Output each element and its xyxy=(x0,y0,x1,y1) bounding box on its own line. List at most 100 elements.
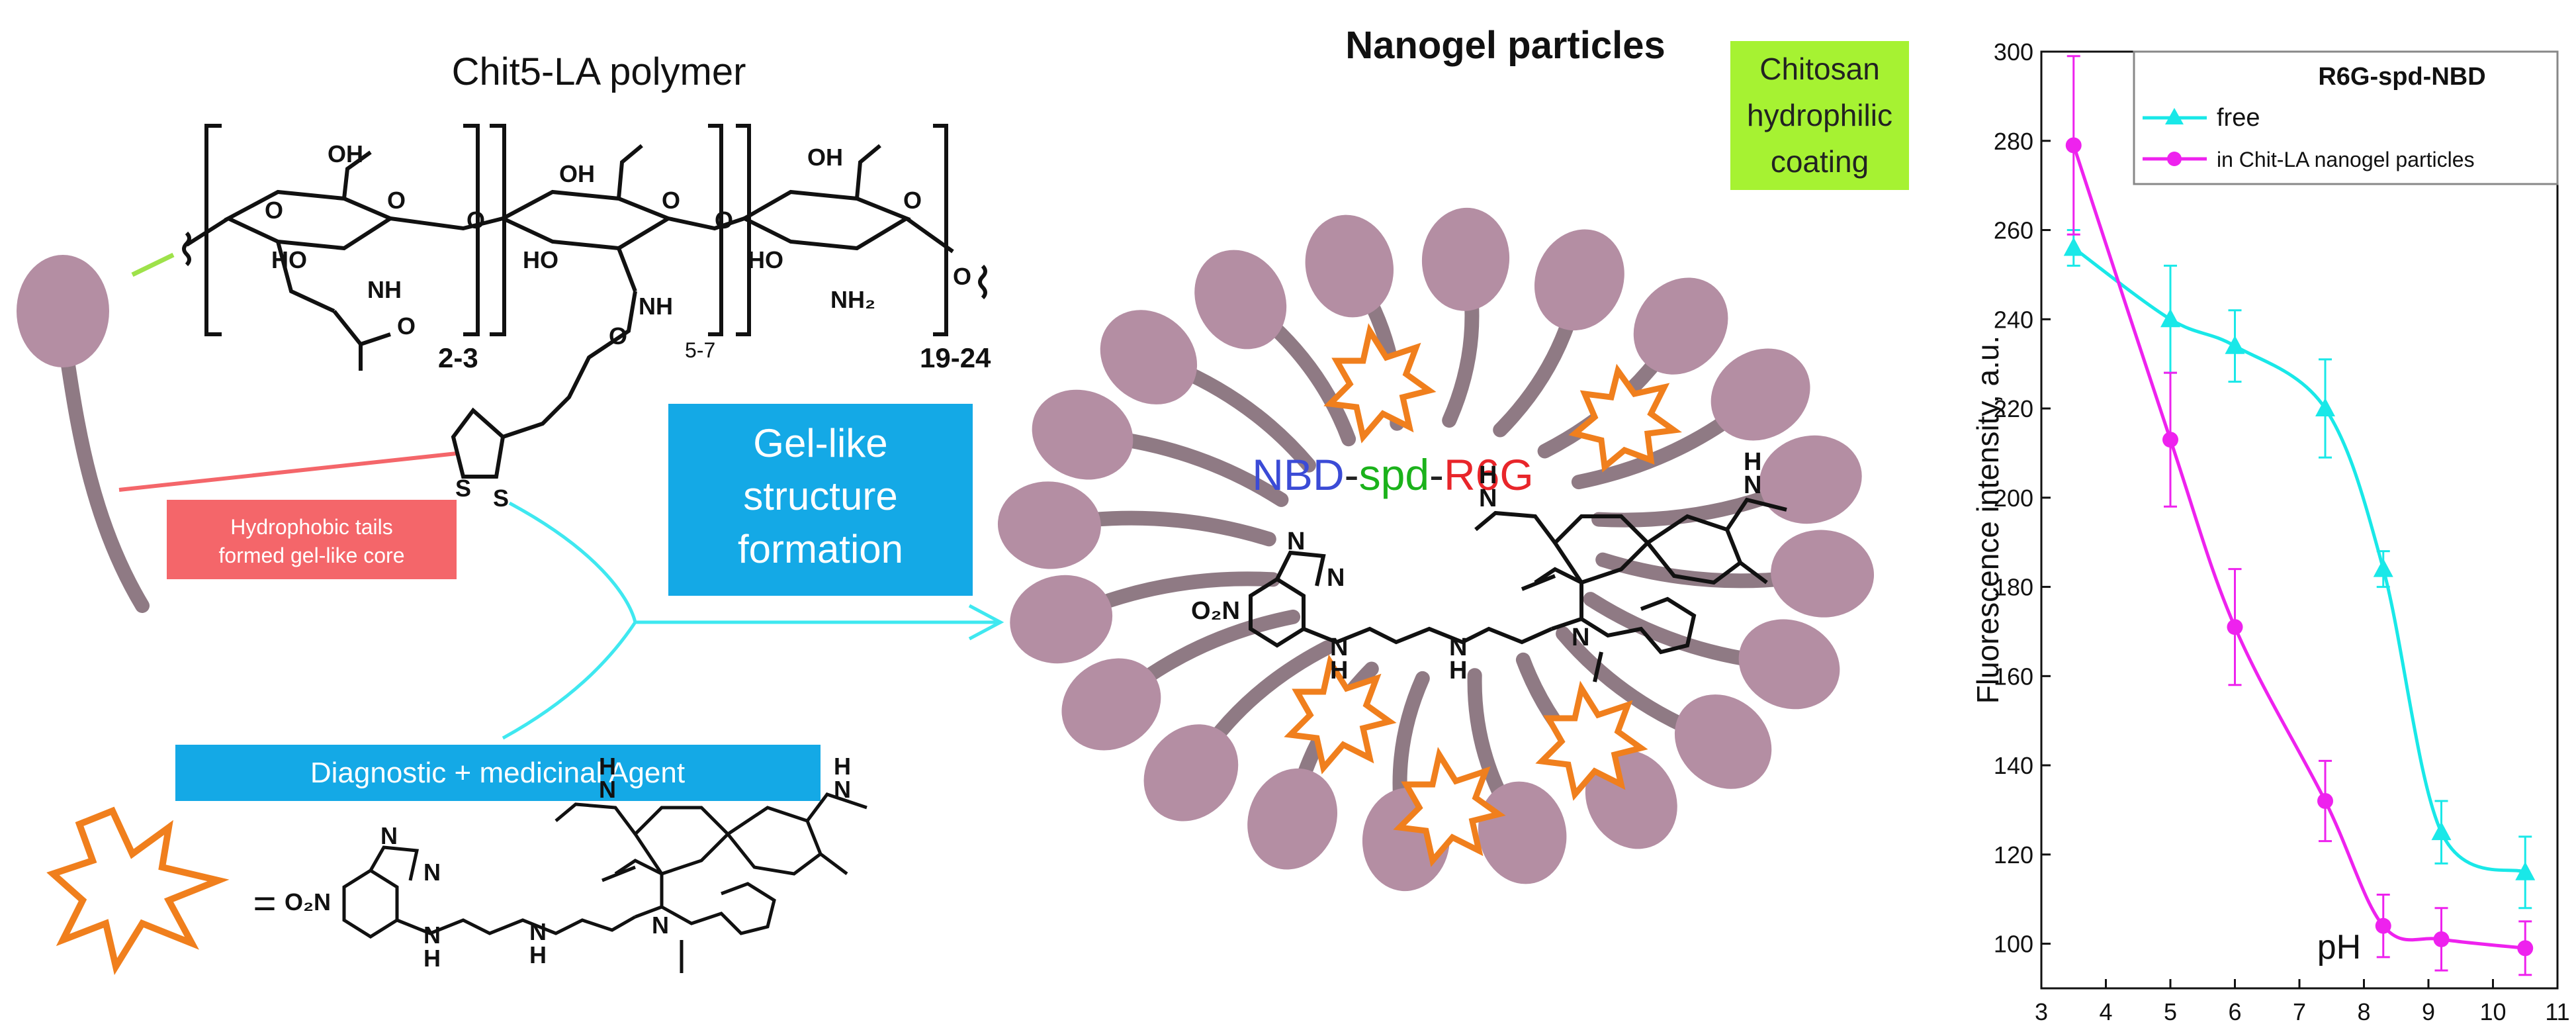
data-point-free xyxy=(2373,558,2393,577)
atom-label: N xyxy=(1330,634,1348,661)
legend-label-free: free xyxy=(2217,104,2260,132)
repeat-subscript-3: 19-24 xyxy=(920,342,991,373)
dye-label: NBD-spd-R6G xyxy=(1252,450,1533,499)
atom-label: H xyxy=(529,941,547,968)
data-point-nanogel xyxy=(2227,619,2243,635)
chart-plot-frame xyxy=(2040,50,2559,990)
gel-label-line-2: structure xyxy=(743,474,897,518)
legend-marker-nanogel xyxy=(2167,152,2182,166)
data-point-nanogel xyxy=(2375,917,2391,934)
chart-x-axis-label: pH xyxy=(2317,928,2361,966)
atom-label: N xyxy=(1287,528,1305,555)
y-tick-label: 160 xyxy=(1994,663,2033,690)
atom-label: HO xyxy=(271,246,307,273)
nanogel-bead xyxy=(1305,214,1394,318)
atom-label: N xyxy=(599,776,616,803)
atom-label: NH xyxy=(639,293,673,320)
data-point-free xyxy=(2431,822,2452,841)
nanogel-bead xyxy=(1247,768,1338,870)
nanogel-bead xyxy=(1010,575,1113,664)
nanogel-bead xyxy=(1478,781,1567,884)
legend-label-nanogel: in Chit-LA nanogel particles xyxy=(2217,148,2475,171)
y-tick-label: 120 xyxy=(1994,841,2033,869)
x-tick-label: 3 xyxy=(2035,998,2048,1025)
hydrophobic-label-line-2: formed gel-like core xyxy=(219,543,405,567)
star-icon xyxy=(1568,363,1682,473)
atom-label: NH xyxy=(367,276,402,303)
x-tick-label: 7 xyxy=(2293,998,2306,1025)
atom-label: O xyxy=(466,207,485,234)
polymer-chain-icon xyxy=(17,255,150,613)
chart-title: R6G-spd-NBD xyxy=(2318,63,2485,91)
atom-label: O xyxy=(953,263,971,290)
data-point-free xyxy=(2160,308,2180,328)
dye-structure xyxy=(1249,497,1787,682)
series-line-nanogel xyxy=(2072,144,2526,950)
y-tick-label: 220 xyxy=(1994,395,2033,422)
atom-label: N xyxy=(423,921,441,949)
atom-label: OH xyxy=(807,144,843,171)
coating-label-line-1: Chitosan xyxy=(1759,52,1880,86)
atom-label: O xyxy=(662,187,680,214)
dye-label-nbd: NBD xyxy=(1252,450,1344,499)
equals-sign: = xyxy=(253,881,276,925)
left-panel: Chit5-LA polymer xyxy=(17,50,1004,976)
nanogel-bead xyxy=(1759,435,1862,524)
data-point-free xyxy=(2225,335,2245,354)
nanogel-bead xyxy=(1771,530,1875,618)
star-icon xyxy=(1284,654,1397,775)
chart-legend: R6G-spd-NBD free in Chit-LA nanogel part… xyxy=(2133,50,2559,185)
tail-pointer-red-line xyxy=(118,451,457,492)
atom-label: H xyxy=(1744,448,1761,476)
gel-label-box xyxy=(668,404,973,596)
atom-label: N xyxy=(1744,471,1761,499)
atom-label: N xyxy=(834,776,851,803)
atom-label: N xyxy=(1327,564,1345,592)
nanogel-bead xyxy=(1710,348,1810,441)
nanogel-bead xyxy=(1143,724,1239,822)
data-point-nanogel xyxy=(2065,137,2082,154)
data-point-nanogel xyxy=(2162,432,2178,448)
dye-label-spd: spd xyxy=(1359,450,1429,499)
atom-label: O xyxy=(609,322,627,350)
atom-label: S xyxy=(455,475,471,502)
repeat-subscripts: 2-3 5-7 19-24 xyxy=(438,338,991,373)
atom-label: HO xyxy=(523,246,558,273)
atom-label: N xyxy=(380,822,398,849)
atom-label: N xyxy=(1479,485,1497,512)
data-point-free xyxy=(2063,237,2084,256)
chitosan-atom-labels: OH O O HO NH O O OH HO O NH O O OH HO O … xyxy=(265,140,971,512)
dye-o2n-label: O₂N xyxy=(1191,597,1240,625)
repeat-subscript-2: 5-7 xyxy=(685,338,715,362)
nanogel-beads xyxy=(997,207,1875,892)
x-tick-label: 10 xyxy=(2479,998,2506,1025)
y-tick-label: 300 xyxy=(1994,38,2033,66)
center-panel: Nanogel particles Chitosan hydrophilic c… xyxy=(997,24,1909,892)
polymer-title: Chit5-LA polymer xyxy=(452,50,746,93)
nanogel-bead xyxy=(1633,277,1728,375)
assembly-arrow xyxy=(502,501,1004,740)
nanogel-bead xyxy=(997,481,1101,569)
dye-label-dash-1: - xyxy=(1345,450,1359,499)
atom-label: O xyxy=(903,187,922,214)
chitosan-structure xyxy=(182,124,987,479)
atom-label: O xyxy=(265,197,283,224)
atom-label: H xyxy=(1330,657,1348,684)
atom-label: OH xyxy=(559,160,595,187)
atom-label: S xyxy=(493,485,509,512)
atom-label: H xyxy=(834,753,851,780)
nanogel-bead xyxy=(1421,207,1510,311)
hydrophobic-label-line-1: Hydrophobic tails xyxy=(230,515,392,539)
star-icon xyxy=(1535,681,1648,801)
hydrophobic-label-box xyxy=(167,500,457,579)
atom-label: N xyxy=(1449,634,1467,661)
y-tick-label: 280 xyxy=(1994,128,2033,155)
atom-label: OH xyxy=(328,140,363,167)
atom-label: NH₂ xyxy=(830,286,875,313)
y-tick-label: 140 xyxy=(1994,752,2033,779)
agent-o2n-label: O₂N xyxy=(285,888,331,916)
coating-label-line-3: coating xyxy=(1771,144,1869,179)
